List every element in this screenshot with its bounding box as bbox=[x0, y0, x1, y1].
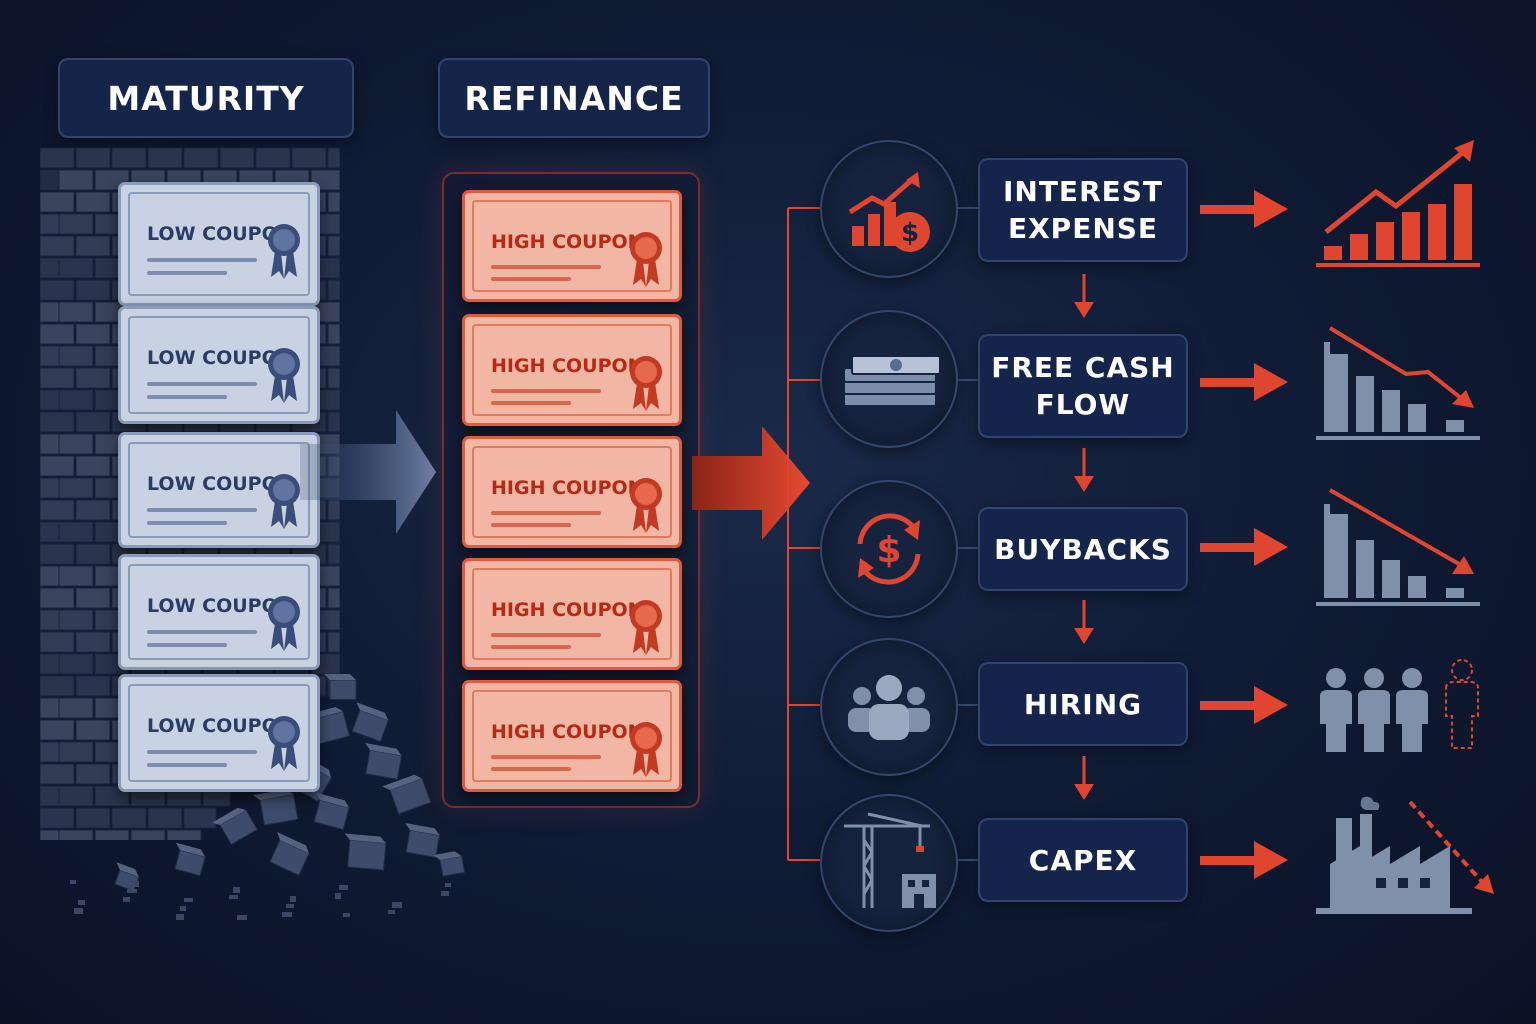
seal-icon bbox=[630, 600, 662, 655]
seal-icon bbox=[268, 224, 300, 279]
low-coupon-bond: LOW COUPON bbox=[118, 306, 320, 424]
rising-bar-chart-icon bbox=[1316, 140, 1480, 267]
interest-expense-label: INTEREST EXPENSE bbox=[1002, 175, 1164, 245]
circle-box-connectors bbox=[954, 207, 980, 861]
high-coupon-bond: HIGH COUPON bbox=[462, 558, 682, 670]
seal-icon bbox=[630, 356, 662, 411]
capex-box: CAPEX bbox=[978, 818, 1188, 902]
bond-label: HIGH COUPON bbox=[491, 355, 644, 377]
bond-label: LOW COUPON bbox=[147, 223, 294, 245]
buybacks-label: BUYBACKS bbox=[994, 532, 1172, 566]
crane-icon bbox=[844, 812, 936, 908]
seal-icon bbox=[630, 232, 662, 287]
maturity-header: MATURITY bbox=[58, 58, 354, 138]
high-coupon-bond: HIGH COUPON bbox=[462, 314, 682, 426]
svg-text:$: $ bbox=[876, 530, 901, 571]
buybacks-box: BUYBACKS bbox=[978, 507, 1188, 591]
impact-connector-lines bbox=[787, 207, 820, 861]
buybacks-circle: $ bbox=[820, 480, 958, 618]
svg-text:$: $ bbox=[901, 218, 919, 248]
free-cash-flow-box: FREE CASH FLOW bbox=[978, 334, 1188, 438]
dollar-cycle-icon: $ bbox=[857, 513, 921, 585]
bond-label: LOW COUPON bbox=[147, 347, 294, 369]
reduced-workforce-icon bbox=[1320, 659, 1479, 752]
bond-label: LOW COUPON bbox=[147, 715, 294, 737]
low-coupon-bond: LOW COUPON bbox=[118, 674, 320, 792]
factory-decline-icon bbox=[1316, 796, 1494, 914]
cascade-arrows bbox=[1074, 274, 1094, 800]
refinance-header: REFINANCE bbox=[438, 58, 710, 138]
impact-arrow-icon bbox=[692, 426, 810, 540]
bond-label: HIGH COUPON bbox=[491, 477, 644, 499]
free-cash-flow-circle bbox=[820, 310, 958, 448]
high-coupon-bond: HIGH COUPON bbox=[462, 680, 682, 792]
capex-label: CAPEX bbox=[1028, 843, 1138, 877]
interest-expense-box: INTEREST EXPENSE bbox=[978, 158, 1188, 262]
declining-bar-chart-icon bbox=[1316, 488, 1480, 606]
capex-circle bbox=[820, 794, 958, 932]
rising-cost-icon: $ bbox=[848, 172, 930, 252]
free-cash-flow-label: FREE CASH FLOW bbox=[991, 351, 1175, 421]
bond-label: HIGH COUPON bbox=[491, 721, 644, 743]
low-coupon-bond: LOW COUPON bbox=[118, 432, 320, 548]
low-coupon-bond: LOW COUPON bbox=[118, 554, 320, 670]
bond-label: HIGH COUPON bbox=[491, 231, 644, 253]
seal-icon bbox=[630, 722, 662, 777]
falling-bar-chart-icon bbox=[1316, 326, 1480, 440]
refinance-header-text: REFINANCE bbox=[464, 78, 684, 118]
seal-icon bbox=[268, 474, 300, 529]
cash-stack-icon bbox=[843, 355, 941, 407]
outcome-arrows bbox=[1200, 190, 1288, 879]
low-coupon-bond: LOW COUPON bbox=[118, 182, 320, 306]
seal-icon bbox=[268, 348, 300, 403]
wall-rubble bbox=[70, 674, 466, 920]
hiring-circle bbox=[820, 638, 958, 776]
bond-label: LOW COUPON bbox=[147, 595, 294, 617]
seal-icon bbox=[268, 596, 300, 651]
bond-label: HIGH COUPON bbox=[491, 599, 644, 621]
refinance-arrow-icon bbox=[300, 410, 436, 534]
maturity-header-text: MATURITY bbox=[107, 78, 305, 118]
seal-icon bbox=[630, 478, 662, 533]
high-coupon-bond: HIGH COUPON bbox=[462, 436, 682, 548]
high-coupon-bond: HIGH COUPON bbox=[462, 190, 682, 302]
people-icon bbox=[848, 675, 930, 740]
seal-icon bbox=[268, 716, 300, 771]
bond-label: LOW COUPON bbox=[147, 473, 294, 495]
hiring-box: HIRING bbox=[978, 662, 1188, 746]
interest-expense-circle: $ bbox=[820, 140, 958, 278]
hiring-label: HIRING bbox=[1023, 687, 1143, 721]
